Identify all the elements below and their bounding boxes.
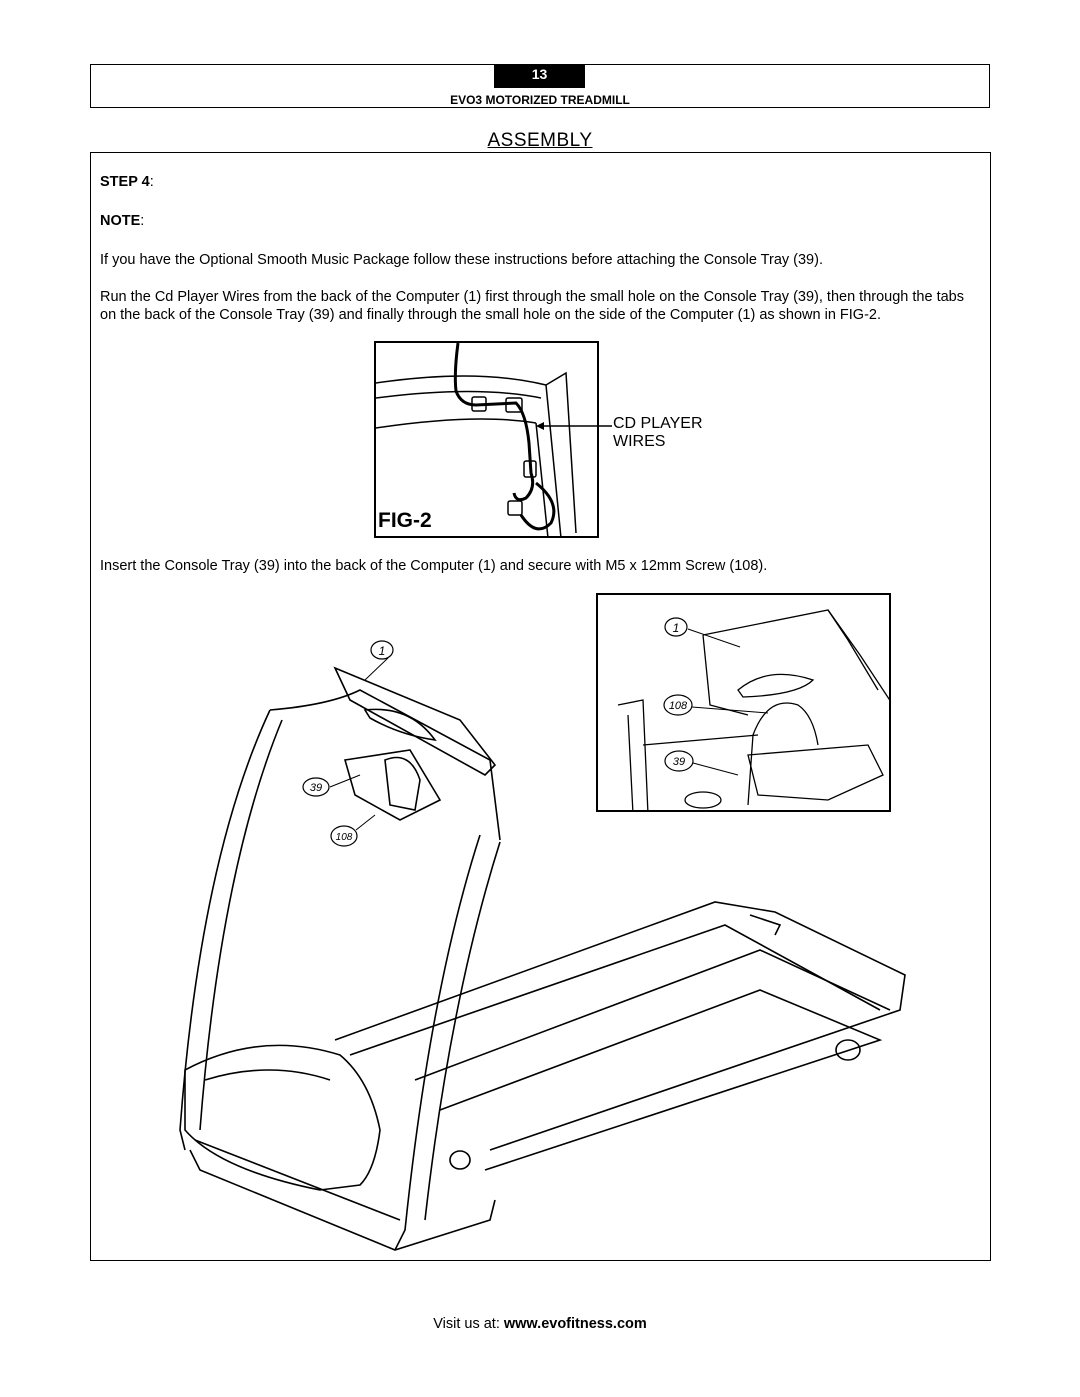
content-box <box>90 152 991 1261</box>
inset-label-108: 108 <box>669 700 688 712</box>
optional-package-paragraph: If you have the Optional Smooth Music Pa… <box>100 252 823 268</box>
section-title: ASSEMBLY <box>487 130 593 151</box>
main-label-1: 1 <box>379 644 386 658</box>
footer-url[interactable]: www.evofitness.com <box>503 1316 647 1332</box>
page-number: 13 <box>494 64 585 88</box>
cd-player-wires-callout: CD PLAYER WIRES <box>613 415 703 451</box>
callout-line-2: WIRES <box>613 433 666 450</box>
main-label-108: 108 <box>336 832 353 843</box>
inset-detail-illustration: 1 108 39 <box>596 593 891 812</box>
note-heading: NOTE: <box>100 212 144 230</box>
note-suffix: : <box>140 213 145 229</box>
step-suffix: : <box>149 174 154 190</box>
inset-label-1: 1 <box>673 621 680 635</box>
inset-label-39: 39 <box>673 756 685 768</box>
document-title: EVO3 MOTORIZED TREADMILL <box>450 93 630 107</box>
fig2-label: FIG-2 <box>378 509 432 532</box>
footer: Visit us at: www.evofitness.com <box>0 1316 1080 1332</box>
step-heading: STEP 4: <box>100 173 154 191</box>
footer-prefix: Visit us at: <box>433 1316 504 1332</box>
insert-paragraph: Insert the Console Tray (39) into the ba… <box>100 558 768 574</box>
note-label: NOTE <box>100 213 141 229</box>
callout-line-1: CD PLAYER <box>613 415 703 432</box>
fig2-illustration <box>374 341 599 538</box>
treadmill-illustration: 1 39 108 <box>160 610 920 1260</box>
callout-arrow <box>536 422 612 430</box>
wiring-paragraph: Run the Cd Player Wires from the back of… <box>100 289 964 323</box>
step-label: STEP 4 <box>100 174 150 190</box>
main-label-39: 39 <box>310 782 322 794</box>
